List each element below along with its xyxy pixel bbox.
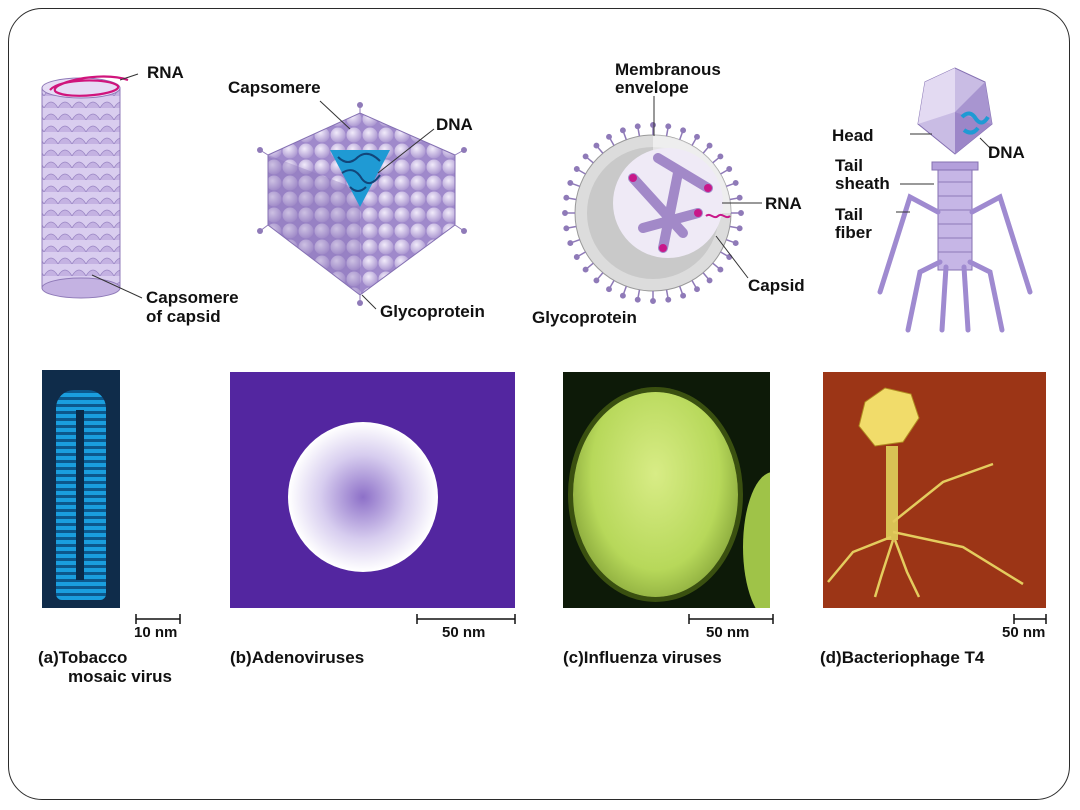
caption-a-line2: mosaic virus — [68, 667, 172, 686]
glycoprotein-spike-tip — [738, 210, 744, 216]
caption-a-letter: (a) — [38, 648, 59, 667]
caption-a: (a)Tobacco — [38, 648, 127, 668]
label-tail-fiber-2: fiber — [835, 223, 872, 242]
tmv-micrograph — [42, 370, 120, 608]
glycoprotein-spike-tip — [573, 166, 580, 172]
glycoprotein-spike-tip — [717, 266, 724, 273]
scale-bar-b — [416, 614, 516, 624]
bacteriophage-diagram — [877, 67, 1033, 333]
glycoprotein-spike-tip — [606, 286, 612, 293]
glycoprotein-spike-tip — [619, 127, 626, 134]
label-capsid-c: Capsid — [748, 276, 805, 295]
glycoprotein-spike-tip — [582, 153, 589, 160]
label-glycoprotein-c: Glycoprotein — [532, 308, 637, 327]
glycoprotein-spike-tip — [706, 277, 713, 284]
label-membranous-2: envelope — [615, 78, 689, 97]
glycoprotein-spike-tip — [736, 194, 743, 201]
label-rna-a: RNA — [147, 63, 184, 82]
glycoprotein-spike-tip — [680, 292, 687, 299]
label-head-d: Head — [832, 126, 874, 145]
glycoprotein-spike-tip — [619, 292, 626, 299]
scale-bar-c — [688, 614, 774, 624]
glycoprotein-spike-tip — [593, 142, 600, 149]
adenovirus-diagram — [257, 100, 467, 310]
label-tail-sheath-2: sheath — [835, 174, 890, 193]
label-capsomere-of-capsid-2: of capsid — [146, 307, 221, 326]
bacteriophage-micrograph — [823, 372, 1046, 608]
glycoprotein-spike-tip — [665, 123, 672, 130]
glycoprotein-spike-tip — [634, 123, 641, 130]
glycoprotein-spike-tip — [726, 166, 733, 172]
caption-b-letter: (b) — [230, 648, 252, 667]
caption-b: (b)Adenoviruses — [230, 648, 364, 668]
glycoprotein-spike-tip — [706, 142, 713, 149]
glycoprotein-spike-tip — [680, 127, 687, 134]
glycoprotein-spike-tip — [567, 179, 574, 186]
scale-text-a: 10 nm — [134, 624, 178, 641]
glycoprotein-spike-tip — [736, 225, 743, 232]
label-rna-c: RNA — [765, 194, 802, 213]
label-tail-fiber-1: Tail — [835, 205, 864, 224]
glycoprotein-spike-tip — [582, 266, 589, 273]
glycoprotein-spike-tip — [665, 296, 672, 303]
caption-d-line1: Bacteriophage T4 — [841, 648, 985, 667]
glycoprotein-spike-tip — [563, 194, 570, 201]
glycoprotein-spike-tip — [732, 240, 739, 247]
glycoprotein-spike-tip — [634, 296, 641, 303]
glycoprotein-spike-tip — [694, 133, 700, 140]
glycoprotein-spike-tip — [573, 254, 580, 260]
glycoprotein-spike-tip — [732, 179, 739, 186]
label-capsomere-of-capsid-1: Capsomere — [146, 288, 239, 307]
scale-text-b: 50 nm — [442, 624, 486, 641]
label-dna-b: DNA — [436, 115, 473, 134]
glycoprotein-spike-tip — [717, 153, 724, 160]
caption-c-letter: (c) — [563, 648, 584, 667]
scale-text-c: 50 nm — [706, 624, 750, 641]
glycoprotein-spike-tip — [562, 210, 568, 216]
glycoprotein-spike-tip — [563, 225, 570, 232]
label-dna-d: DNA — [988, 143, 1025, 162]
scale-bar-a — [135, 614, 181, 624]
label-tail-sheath-1: Tail — [835, 156, 864, 175]
glycoprotein-spike-tip — [650, 298, 656, 304]
influenza-diagram — [562, 122, 744, 304]
scale-text-d: 50 nm — [1002, 624, 1046, 641]
label-membranous-1: Membranous — [615, 60, 721, 79]
glycoprotein-spike-tip — [593, 277, 600, 284]
label-capsomere-b: Capsomere — [228, 78, 321, 97]
influenza-leaders — [653, 96, 762, 279]
caption-c-line1: Influenza viruses — [583, 648, 722, 667]
tmv-diagram — [41, 73, 143, 299]
glycoprotein-spike-tip — [694, 286, 700, 293]
glycoprotein-spike-tip — [567, 240, 574, 247]
slide-frame — [8, 8, 1070, 800]
caption-b-line1: Adenoviruses — [251, 648, 365, 667]
caption-c: (c)Influenza viruses — [563, 648, 722, 668]
caption-d-letter: (d) — [820, 648, 842, 667]
caption-a-line1: Tobacco — [58, 648, 128, 667]
scale-bar-d — [1013, 614, 1047, 624]
adenovirus-micrograph — [230, 372, 515, 608]
caption-d: (d)Bacteriophage T4 — [820, 648, 984, 668]
label-glycoprotein-b: Glycoprotein — [380, 302, 485, 321]
influenza-micrograph — [563, 372, 770, 608]
glycoprotein-spike-tip — [606, 133, 612, 140]
